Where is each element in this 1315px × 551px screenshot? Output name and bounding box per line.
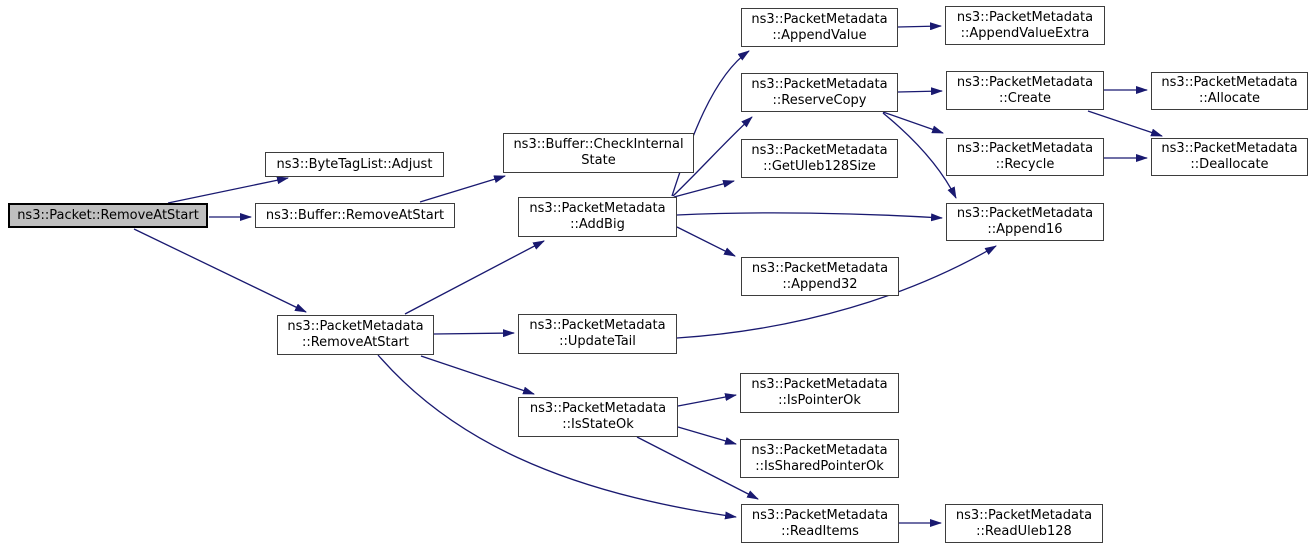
node-pm-reservecopy[interactable]: ns3::PacketMetadata ::ReserveCopy [741,73,898,112]
edge-pm-addbig-to-pm-append16 [676,212,943,222]
node-packet-removeatstart: ns3::Packet::RemoveAtStart [8,203,208,228]
node-pm-updatetail[interactable]: ns3::PacketMetadata ::UpdateTail [518,314,677,354]
edge-pm-removeatstart-to-pm-isstateok [420,355,535,395]
node-pm-getuleb128size[interactable]: ns3::PacketMetadata ::GetUleb128Size [741,139,898,178]
node-pm-allocate[interactable]: ns3::PacketMetadata ::Allocate [1151,72,1308,110]
node-pm-issharedpointerok[interactable]: ns3::PacketMetadata ::IsSharedPointerOk [740,439,899,478]
node-pm-readuleb128[interactable]: ns3::PacketMetadata ::ReadUleb128 [945,504,1103,543]
node-buffer-removeatstart[interactable]: ns3::Buffer::RemoveAtStart [255,203,455,228]
edge-pm-appendvalue-to-pm-appendvalueextra [897,22,942,31]
node-pm-append32[interactable]: ns3::PacketMetadata ::Append32 [741,257,899,296]
node-pm-readitems[interactable]: ns3::PacketMetadata ::ReadItems [741,504,899,543]
edge-pm-removeatstart-to-pm-addbig [404,240,545,315]
node-pm-addbig[interactable]: ns3::PacketMetadata ::AddBig [518,197,677,237]
node-pm-recycle[interactable]: ns3::PacketMetadata ::Recycle [946,138,1104,176]
edge-pm-create-to-pm-deallocate [1087,110,1163,137]
node-pm-removeatstart[interactable]: ns3::PacketMetadata ::RemoveAtStart [277,315,434,355]
node-pm-create[interactable]: ns3::PacketMetadata ::Create [946,71,1104,110]
node-bytetaglist-adjust[interactable]: ns3::ByteTagList::Adjust [265,152,444,177]
edge-pm-removeatstart-to-pm-updatetail [433,329,515,338]
node-pm-isstateok[interactable]: ns3::PacketMetadata ::IsStateOk [518,397,678,437]
edge-pm-reservecopy-to-pm-recycle [882,111,944,134]
edge-pm-isstateok-to-pm-readitems [636,436,759,500]
edge-pm-isstateok-to-pm-issharedpointerok [677,426,737,445]
edge-pm-addbig-to-pm-appendvalue [671,50,750,197]
node-pm-deallocate[interactable]: ns3::PacketMetadata ::Deallocate [1151,138,1308,176]
node-pm-appendvalue[interactable]: ns3::PacketMetadata ::AppendValue [741,8,898,47]
node-pm-ispointerok[interactable]: ns3::PacketMetadata ::IsPointerOk [740,373,899,413]
edge-buffer-removeatstart-to-buffer-checkinternalstate [419,175,506,203]
edge-packet-removeatstart-to-pm-removeatstart [133,228,307,313]
edge-pm-reservecopy-to-pm-create [897,87,943,96]
edge-pm-addbig-to-pm-append32 [676,226,736,257]
edge-pm-addbig-to-pm-getuleb128size [673,179,735,198]
edge-packet-removeatstart-to-bytetaglist-adjust [167,176,289,204]
edge-pm-updatetail-to-pm-append16 [676,245,997,339]
edge-pm-addbig-to-pm-reservecopy [672,116,753,197]
node-buffer-checkinternalstate[interactable]: ns3::Buffer::CheckInternal State [503,133,694,173]
node-pm-appendvalueextra[interactable]: ns3::PacketMetadata ::AppendValueExtra [945,6,1105,45]
edge-pm-isstateok-to-pm-ispointerok [677,393,737,407]
edge-pm-removeatstart-to-pm-readitems [377,354,737,520]
edge-pm-reservecopy-to-pm-append16 [882,112,957,199]
node-pm-append16[interactable]: ns3::PacketMetadata ::Append16 [946,203,1104,241]
